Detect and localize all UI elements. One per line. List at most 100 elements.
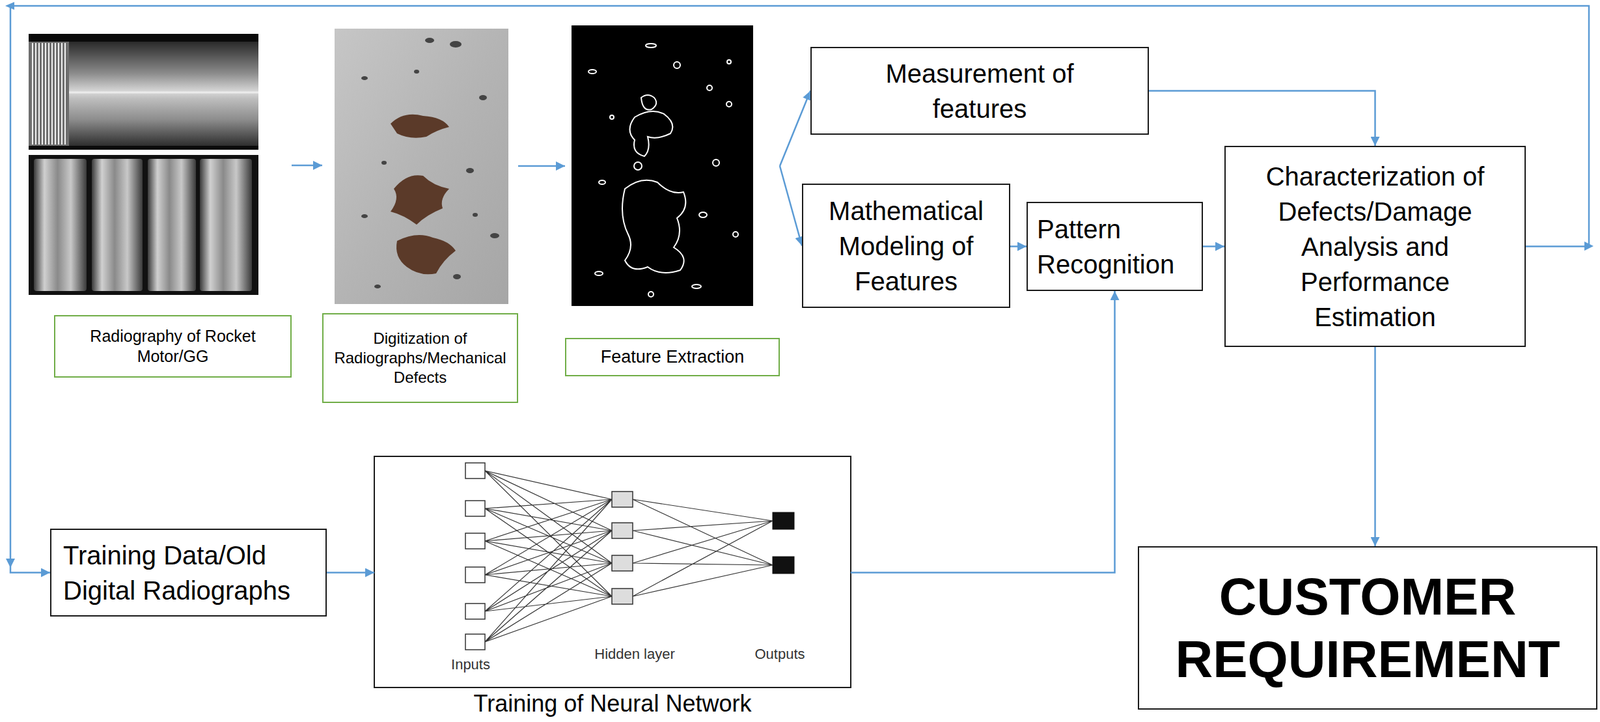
defect-spot (490, 233, 500, 239)
layer-label: Hidden layer (594, 646, 676, 663)
process-box: Characterization of Defects/Damage Analy… (1224, 145, 1526, 347)
edge-contour (706, 85, 713, 91)
flow-arrow (779, 165, 802, 247)
edge-contour (594, 271, 603, 276)
flow-arrow (1374, 346, 1377, 547)
output-neuron (772, 556, 795, 574)
grain-cylinder (147, 158, 196, 291)
network-frame (374, 456, 851, 688)
defect-spot (472, 212, 478, 217)
grain-cylinder (33, 158, 87, 291)
defect-blob (390, 175, 450, 225)
flow-arrow (779, 91, 811, 167)
image-panel: Radiography of Rocket Motor/GG (28, 33, 292, 378)
defect-spot (453, 274, 461, 280)
motor-body (28, 41, 259, 146)
edge-contour (609, 115, 614, 120)
hidden-neuron (611, 555, 633, 571)
grain-cylinder (91, 158, 143, 291)
defect-spot (361, 76, 368, 81)
digitized-radiograph (334, 28, 509, 304)
edge-contour (691, 284, 702, 289)
defect-spot (381, 160, 387, 165)
motor-axis (68, 91, 259, 94)
image-panel: Digitization of Radiographs/Mechanical D… (322, 28, 519, 403)
defect-spot (374, 284, 381, 289)
defect-blob (396, 234, 456, 275)
output-neurons (772, 512, 795, 574)
caption-box: Radiography of Rocket Motor/GG (54, 315, 292, 378)
box-label: Training Data/Old Digital Radiographs (63, 537, 314, 608)
edge-contour (588, 69, 597, 74)
motor-thread-zone (28, 41, 69, 146)
flow-arrow (326, 571, 375, 574)
defect-spot (361, 214, 368, 219)
box-label: Mathematical Modeling of Features (816, 193, 996, 299)
edge-contour (648, 291, 654, 297)
edge-contour (630, 111, 674, 157)
flow-arrow (518, 165, 566, 168)
input-neurons (465, 462, 485, 650)
flow-arrow (291, 164, 323, 167)
edge-contour (726, 101, 732, 107)
layer-label: Outputs (754, 646, 805, 663)
hidden-neuron (611, 522, 633, 539)
input-neuron (465, 603, 485, 620)
motor-threads (32, 42, 66, 145)
input-neuron (465, 500, 485, 517)
edge-contour (732, 231, 739, 237)
process-box: CUSTOMER REQUIREMENT (1137, 546, 1598, 710)
panel-caption: Training of Neural Network (473, 690, 752, 717)
defect-spot (449, 41, 462, 48)
defect-spot (425, 37, 435, 43)
radiograph-frame (28, 33, 259, 150)
flow-arrow (10, 5, 1589, 573)
edge-contour (699, 212, 707, 218)
process-box: Pattern Recognition (1026, 201, 1203, 291)
feature-edges (588, 43, 739, 297)
edge-contour (634, 162, 642, 170)
network-weights (632, 499, 773, 597)
defect-blob (390, 114, 450, 138)
box-label: Pattern Recognition (1036, 211, 1193, 282)
edge-contour (645, 43, 657, 48)
flow-arrow (1148, 91, 1376, 147)
hidden-neuron (611, 491, 633, 508)
edge-contour (712, 159, 720, 166)
input-neuron (465, 533, 485, 549)
process-box: Mathematical Modeling of Features (801, 183, 1011, 308)
neural-network-panel: Inputs Hidden layer OutputsTraining of Neu… (374, 456, 851, 720)
process-box: Training Data/Old Digital Radiographs (50, 528, 327, 617)
edge-contour (641, 95, 657, 111)
hidden-neurons (611, 491, 633, 605)
box-label: Characterization of Defects/Damage Analy… (1238, 158, 1512, 335)
flow-arrow (1202, 245, 1225, 248)
caption-box: Feature Extraction (565, 337, 780, 377)
edge-contour (673, 61, 681, 69)
input-neuron (465, 634, 485, 650)
output-neuron (772, 512, 795, 530)
grain-cylinder (199, 158, 252, 291)
edge-contour (598, 180, 606, 185)
radiograph-frame (28, 154, 259, 295)
edge-contour (622, 180, 686, 273)
box-label: Measurement of features (855, 55, 1104, 127)
defect-spot (479, 95, 487, 101)
process-box: Measurement of features (810, 46, 1149, 135)
image-panel: Feature Extraction (565, 25, 780, 377)
network-weights (484, 470, 612, 642)
layer-label: Inputs (451, 656, 491, 673)
flow-arrow (1010, 245, 1027, 248)
feature-image (571, 25, 754, 306)
defect-spot (466, 167, 474, 174)
caption-box: Digitization of Radiographs/Mechanical D… (322, 313, 519, 403)
output-label: CUSTOMER REQUIREMENT (1152, 565, 1584, 691)
edge-contour (727, 59, 732, 64)
hidden-neuron (611, 588, 633, 605)
defect-spot (413, 69, 420, 74)
input-neuron (465, 566, 485, 583)
flow-arrow (850, 290, 1116, 573)
input-neuron (465, 462, 485, 479)
defect-spots (361, 37, 500, 289)
